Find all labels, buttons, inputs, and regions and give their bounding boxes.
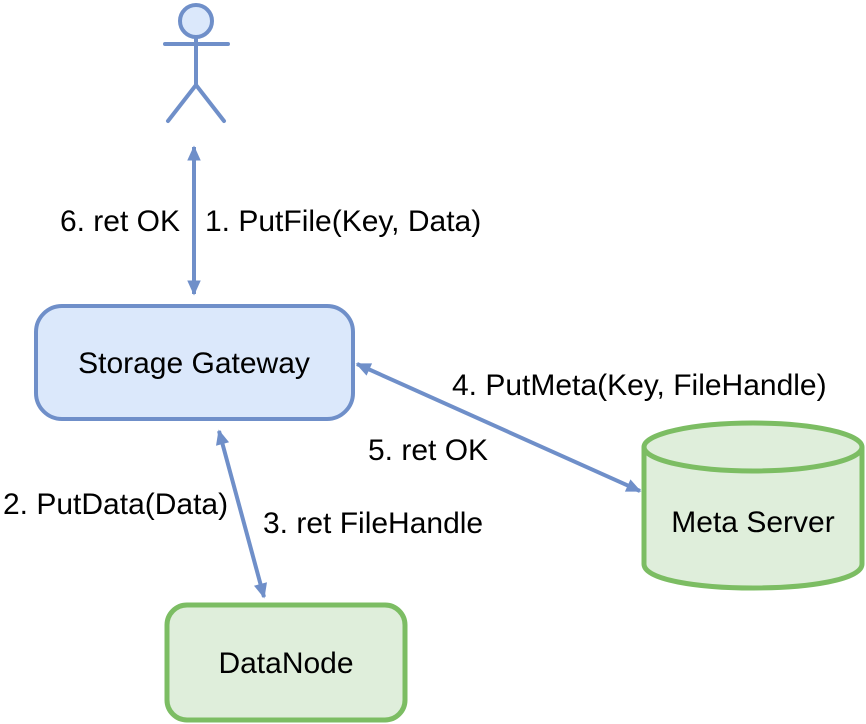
edge-label-put-meta: 4. PutMeta(Key, FileHandle) [452,369,827,402]
storage-gateway-node [34,304,355,421]
data-node-label: DataNode [218,647,353,680]
edge-gateway-datanode [216,429,267,599]
actor-icon [163,3,230,123]
meta-server-label: Meta Server [671,506,834,539]
meta-server-node: Meta Server [641,420,865,591]
meta-server-cylinder-top [641,420,865,474]
actor-head-icon [178,3,214,39]
edge-label-put-data: 2. PutData(Data) [3,488,228,521]
storage-gateway-label: Storage Gateway [78,347,310,380]
edge-label-put-file: 1. PutFile(Key, Data) [205,205,481,238]
edge-label-ret-ok-user: 6. ret OK [60,205,180,238]
edge-label-ret-filehandle: 3. ret FileHandle [263,507,483,540]
edge-gateway-metaserver [355,362,642,493]
data-node-node [164,602,408,723]
actor-body-icon [163,35,230,123]
meta-server-cylinder-body [641,447,865,591]
edge-label-ret-ok-meta: 5. ret OK [368,434,488,467]
